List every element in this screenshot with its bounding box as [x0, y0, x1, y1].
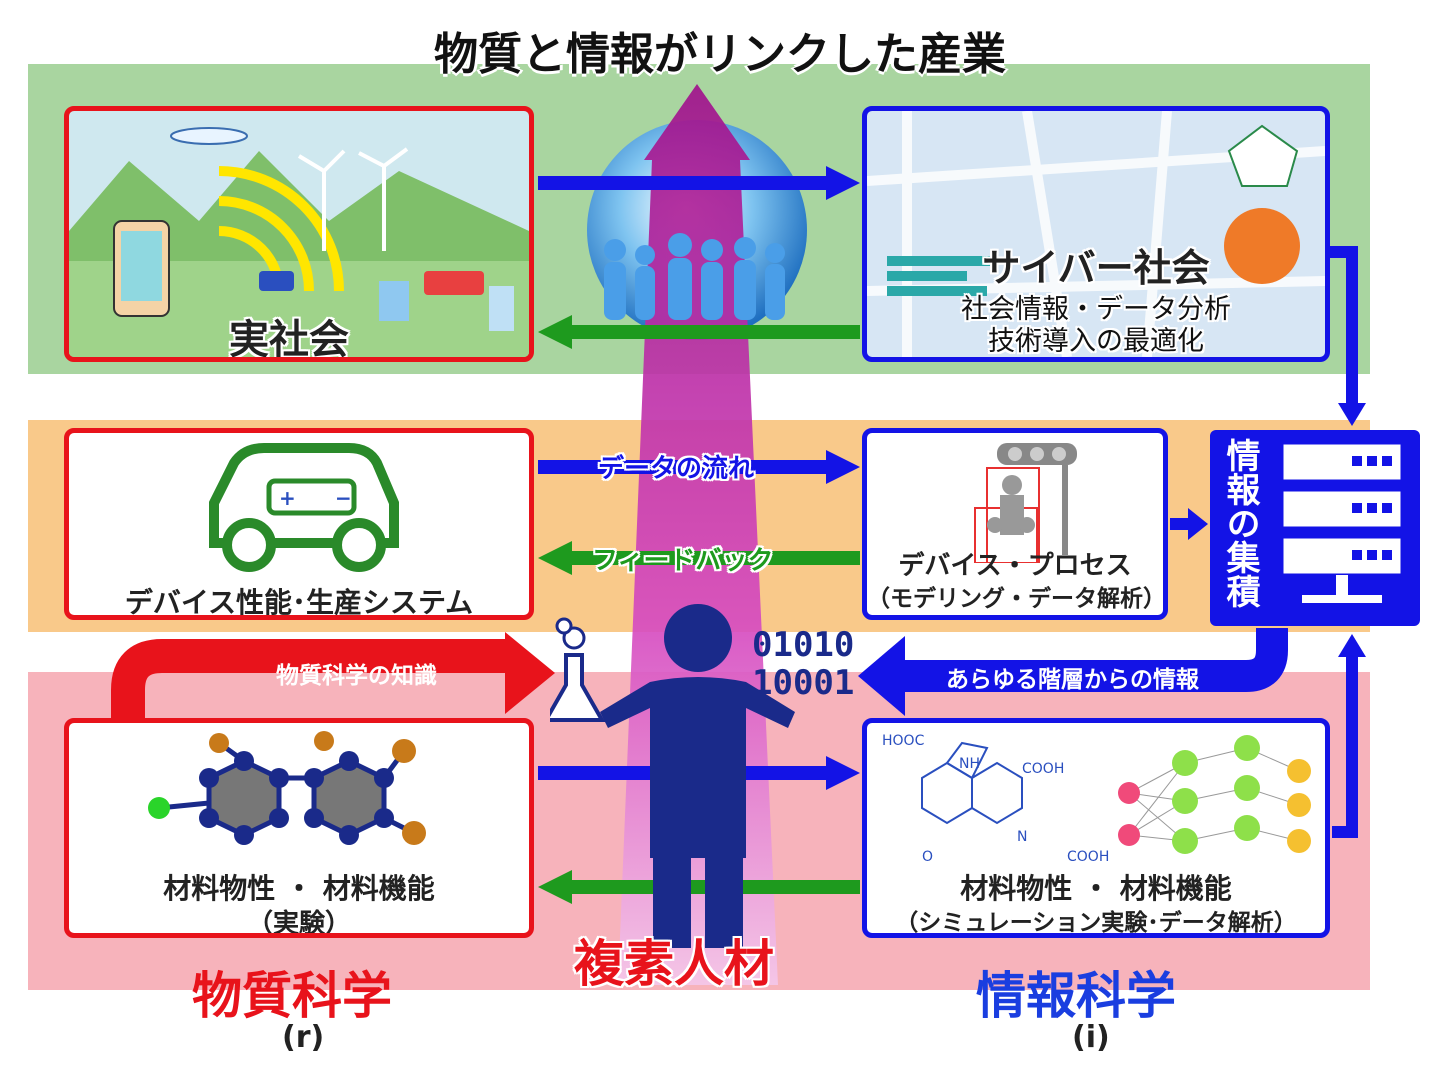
- person-label: 複素人材: [574, 935, 774, 993]
- material-knowledge-label: 物質科学の知識: [276, 663, 437, 689]
- cyber-line2: 技術導入の最適化: [988, 326, 1204, 357]
- material-sim-line2: （シミュレーション実験･データ解析）: [895, 910, 1297, 936]
- cyber-society-label: サイバー社会: [982, 246, 1210, 290]
- arrow-feedback: [538, 541, 860, 575]
- material-exp-line2: （実験）: [246, 909, 351, 938]
- bar-chart-icon: [887, 256, 997, 266]
- arrow-all-layers: [858, 628, 1288, 716]
- material-exp-line1: 材料物性 ・ 材料機能: [163, 872, 435, 905]
- arrow-cyber-to-real: [538, 315, 860, 349]
- arrow-sim-to-server: [1332, 634, 1366, 838]
- page-title: 物質と情報がリンクした産業: [434, 29, 1006, 80]
- arrow-cyber-to-server: [1330, 246, 1366, 426]
- traffic-detection-icon: [974, 443, 1077, 563]
- pie-chart-icon: [1224, 208, 1300, 284]
- left-field-label: 物質科学: [192, 967, 392, 1025]
- chemistry-network-illustration: HOOC NH COOH N COOH O: [882, 733, 1311, 865]
- molecule-icon: [148, 731, 426, 845]
- device-system-label: デバイス性能･生産システム: [124, 586, 474, 619]
- material-sim-line1: 材料物性 ・ 材料機能: [960, 872, 1232, 905]
- chemical-structure-icon: [921, 741, 1023, 825]
- chem-label-hooc: HOOC: [882, 733, 925, 749]
- svg-text:−: −: [335, 486, 352, 510]
- cyber-society-box: サイバー社会 社会情報・データ分析 技術導入の最適化: [862, 106, 1330, 362]
- ev-car-icon: + −: [209, 443, 399, 572]
- aggregation-label: 情報の集積: [1220, 438, 1260, 608]
- arrow-material-knowledge: [111, 632, 555, 718]
- server-icon: [1280, 441, 1404, 603]
- right-field-sub: (i): [1072, 1020, 1110, 1055]
- device-system-box: + − デバイス性能･生産システム: [64, 428, 534, 620]
- device-process-line2: （モデリング・データ解析）: [867, 586, 1166, 612]
- binary-line2: 10001: [752, 663, 855, 703]
- city-illustration: [69, 127, 529, 357]
- person-head-icon: [664, 604, 732, 672]
- chem-label-cooh-bottom: COOH: [1067, 849, 1109, 865]
- cyber-line1: 社会情報・データ分析: [961, 294, 1231, 325]
- real-society-box: 実社会: [64, 106, 534, 362]
- car-icon: [259, 271, 294, 291]
- wind-turbine-icon: [297, 147, 409, 251]
- arrow-data-flow: [538, 450, 860, 484]
- chem-label-o: O: [922, 849, 933, 865]
- chem-label-cooh-top: COOH: [1022, 761, 1064, 777]
- arrow-process-to-server: [1170, 508, 1208, 540]
- device-process-box: デバイス・プロセス （モデリング・データ解析）: [862, 428, 1168, 620]
- people-crowd-icon: [604, 233, 785, 320]
- all-layers-label: あらゆる階層からの情報: [946, 667, 1199, 693]
- person-body-icon: [600, 677, 795, 858]
- left-field-sub: (r): [282, 1020, 325, 1055]
- binary-block: 01010 10001: [752, 626, 854, 702]
- airplane-icon: [170, 127, 248, 145]
- data-flow-label: データの流れ: [598, 454, 755, 484]
- aggregation-panel: 情報の集積: [1210, 430, 1420, 626]
- chem-label-nh: NH: [959, 756, 980, 772]
- arrow-real-to-cyber: [538, 166, 860, 200]
- svg-text:+: +: [279, 486, 296, 510]
- bus-icon: [424, 271, 484, 295]
- right-field-label: 情報科学: [976, 967, 1176, 1025]
- cyber-illustration: [867, 111, 1325, 357]
- material-sim-box: HOOC NH COOH N COOH O 材料物性 ・ 材料機能 （シミュレー…: [862, 718, 1330, 938]
- binary-line1: 01010: [752, 625, 855, 665]
- radar-chart-icon: [1227, 124, 1299, 187]
- device-process-line1: デバイス・プロセス: [898, 551, 1132, 581]
- material-exp-box: 材料物性 ・ 材料機能 （実験）: [64, 718, 534, 938]
- flask-icon: [550, 617, 606, 722]
- feedback-label: フィードバック: [592, 546, 774, 576]
- researcher-figure: [550, 604, 795, 948]
- chem-label-n: N: [1017, 829, 1027, 845]
- real-society-label: 実社会: [229, 317, 349, 362]
- battery-icon: [266, 478, 357, 516]
